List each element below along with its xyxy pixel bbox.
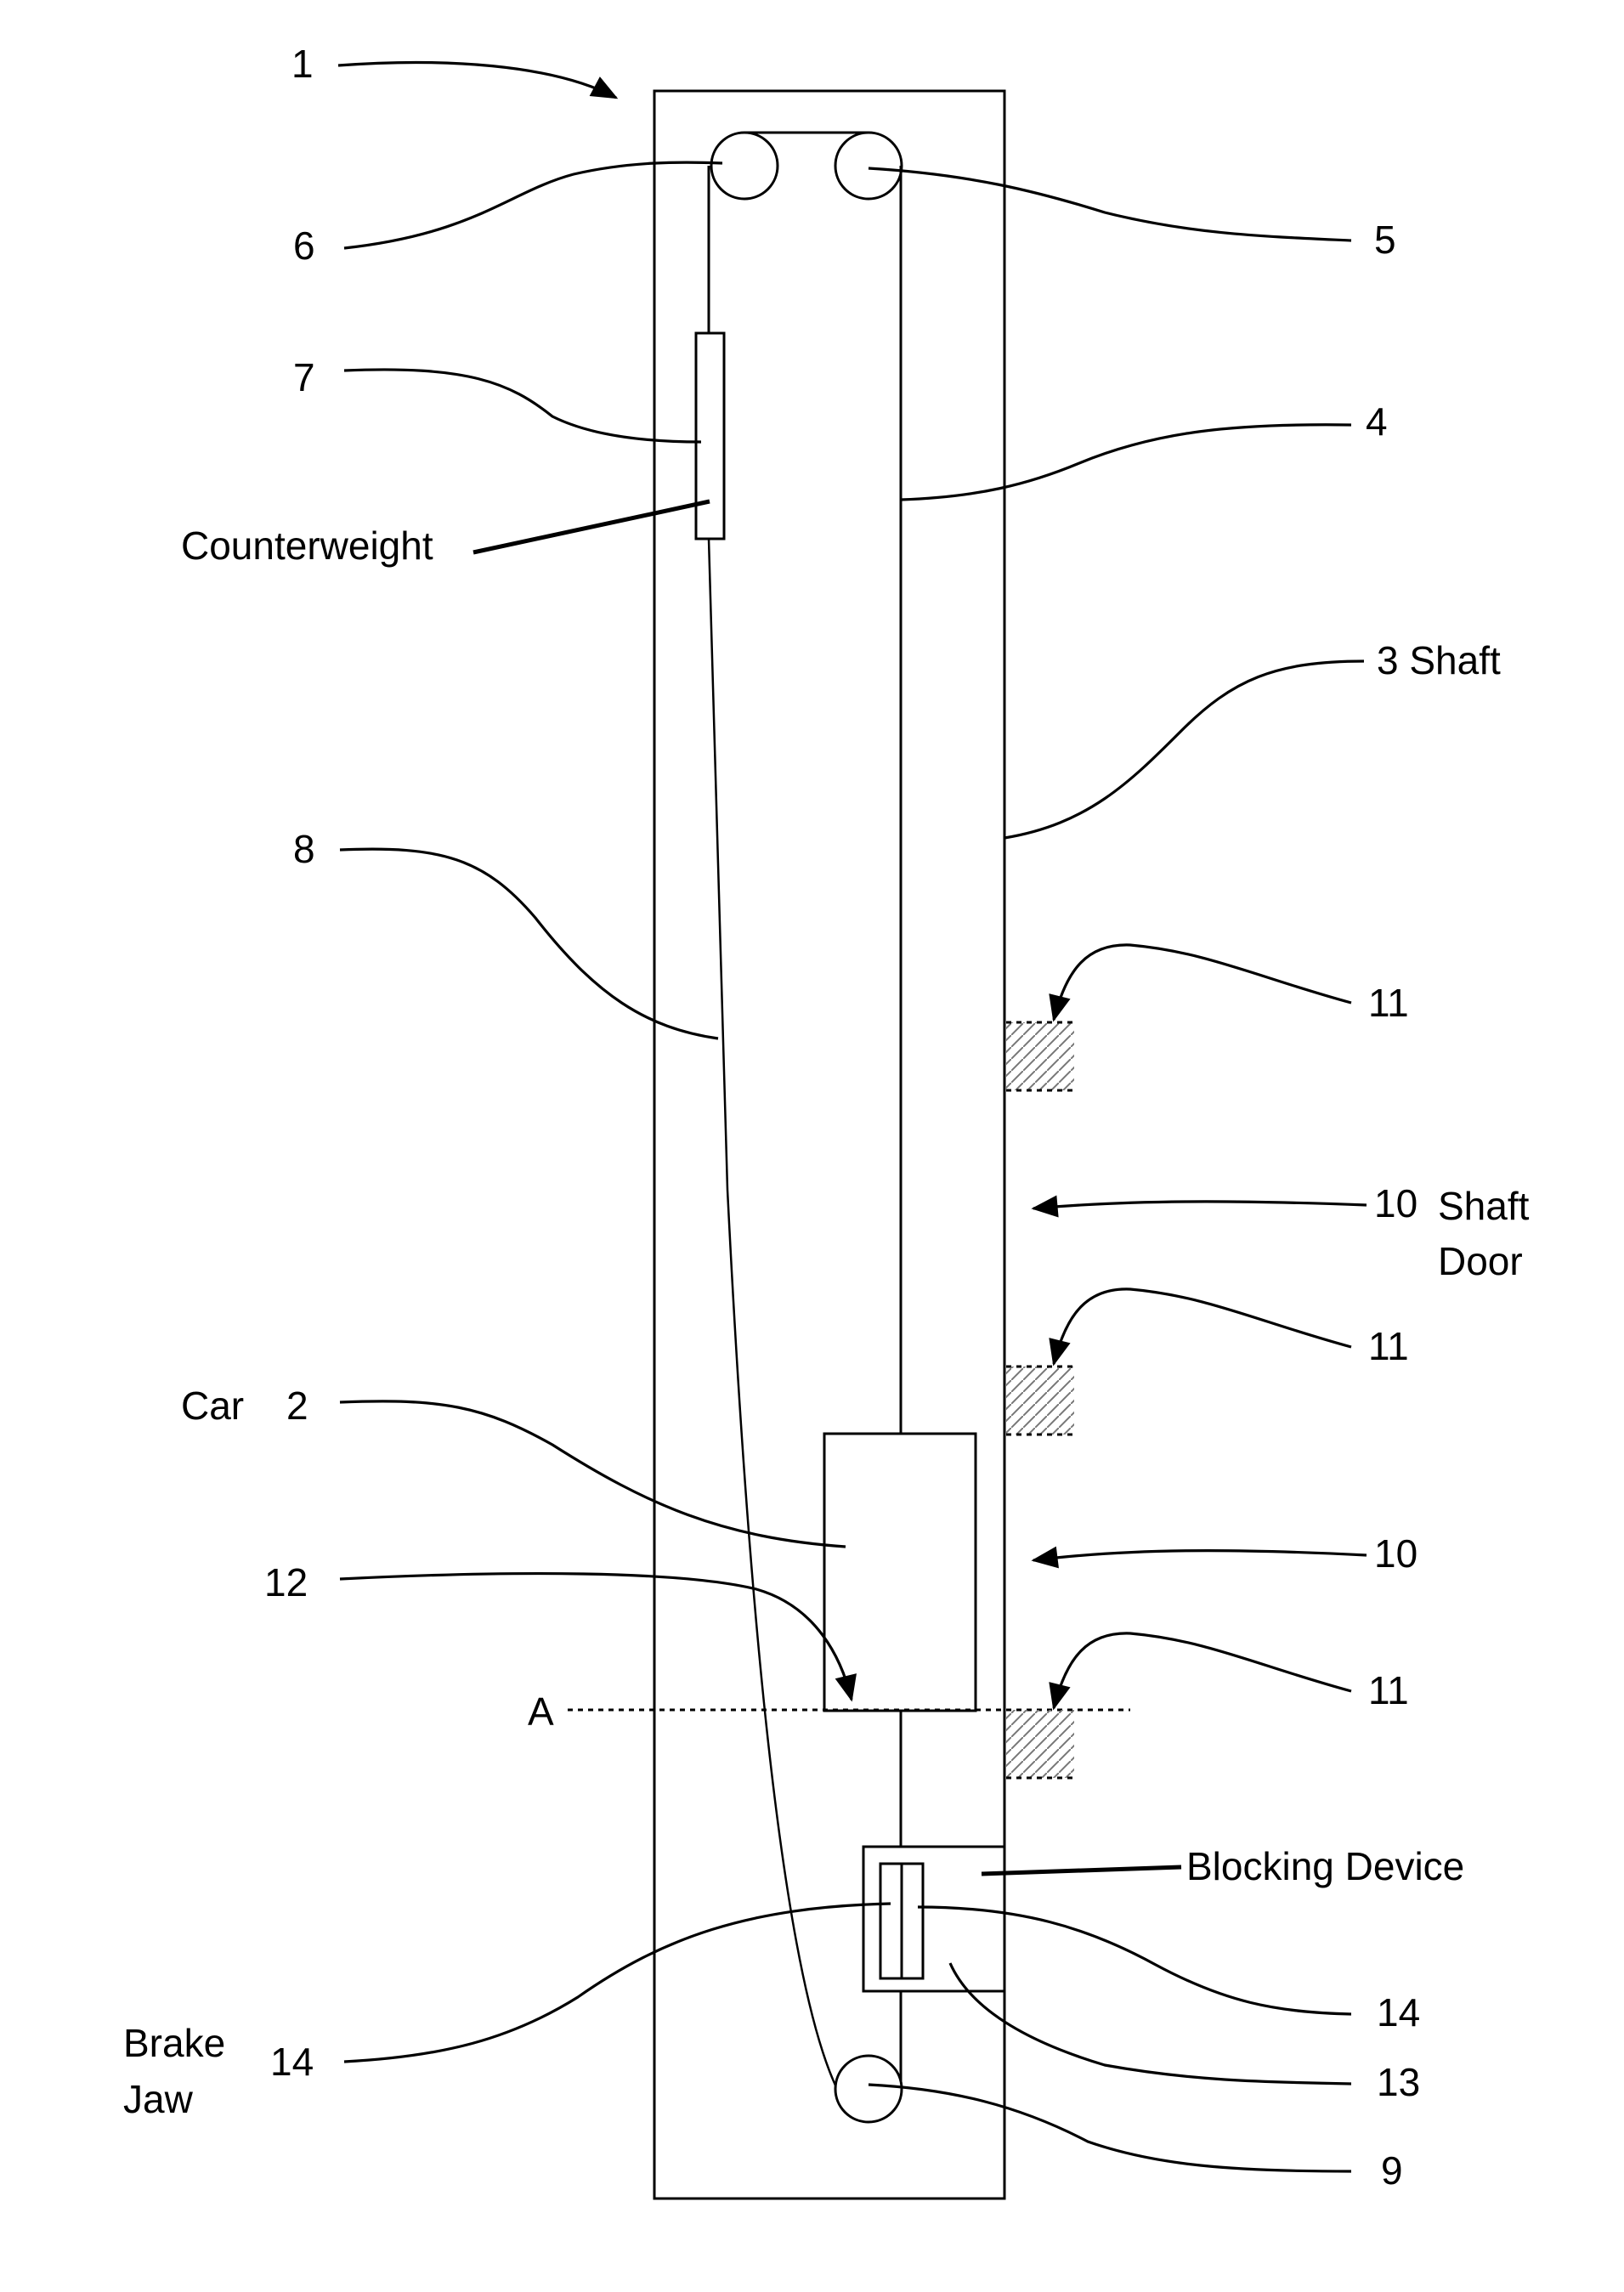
brake-jaw-left <box>880 1864 902 1978</box>
leader-1 <box>338 63 616 98</box>
leader-11-middle <box>1054 1289 1351 1364</box>
label-11-bottom: 11 <box>1368 1668 1409 1712</box>
label-11-middle: 11 <box>1368 1324 1409 1368</box>
leader-11-top <box>1054 945 1351 1020</box>
leader-11-bottom <box>1054 1633 1351 1708</box>
label-3-shaft: 3 Shaft <box>1377 638 1501 682</box>
leader-13 <box>950 1963 1351 2084</box>
label-5: 5 <box>1374 218 1396 262</box>
label-11-top: 11 <box>1368 981 1409 1025</box>
brake-jaw-right <box>902 1864 923 1978</box>
pulley-9 <box>835 2056 902 2122</box>
label-7: 7 <box>293 355 315 399</box>
door-hatch-11-bottom <box>1006 1710 1074 1778</box>
counterweight-block <box>696 333 724 539</box>
label-14-right: 14 <box>1377 1990 1420 2035</box>
label-4: 4 <box>1366 399 1388 444</box>
label-1: 1 <box>291 42 314 86</box>
label-shaft-door-line1: Shaft <box>1438 1184 1530 1228</box>
label-9: 9 <box>1381 2148 1403 2193</box>
label-blocking-device: Blocking Device <box>1186 1844 1464 1888</box>
leader-7 <box>344 370 701 442</box>
label-brake-line1: Brake <box>123 2021 225 2065</box>
label-counterweight: Counterweight <box>181 523 433 568</box>
door-hatch-11-top <box>1006 1022 1074 1090</box>
label-8: 8 <box>293 827 315 871</box>
label-a: A <box>528 1689 554 1734</box>
car-body <box>824 1434 976 1711</box>
label-13: 13 <box>1377 2060 1420 2104</box>
label-14-left: 14 <box>270 2040 314 2084</box>
leader-10-top <box>1033 1202 1367 1208</box>
label-shaft-door-line2: Door <box>1438 1239 1523 1283</box>
label-brake-line2: Jaw <box>123 2077 194 2121</box>
door-hatch-11-middle <box>1006 1367 1074 1435</box>
leader-10-bottom <box>1033 1551 1367 1560</box>
label-10-bottom: 10 <box>1374 1531 1417 1576</box>
label-2: 2 <box>286 1384 308 1428</box>
label-12: 12 <box>264 1560 308 1604</box>
pulley-6 <box>711 133 778 199</box>
label-car: Car <box>181 1384 244 1428</box>
leader-3 <box>1004 661 1364 838</box>
label-6: 6 <box>293 224 315 268</box>
label-10-top: 10 <box>1374 1181 1417 1225</box>
pulley-5 <box>835 133 902 199</box>
leader-blocking-device <box>982 1867 1181 1874</box>
